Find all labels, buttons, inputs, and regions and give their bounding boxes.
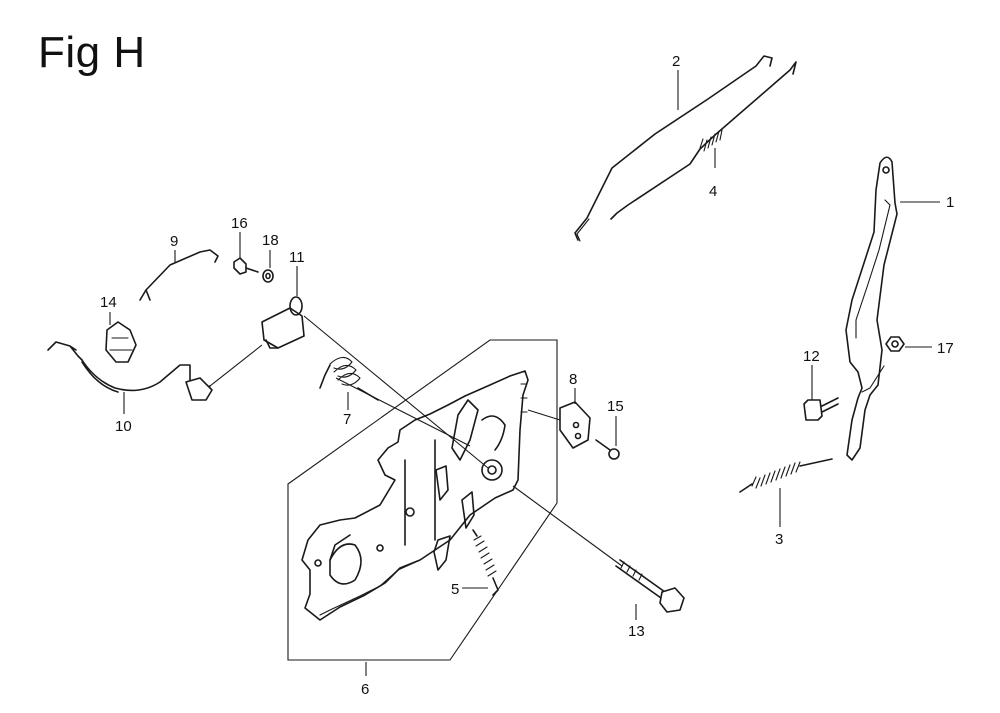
part-6-control-plate [301,370,529,621]
assembly-6-frame [287,339,558,661]
callout-5: 5 [451,581,459,598]
callout-10: 10 [115,418,132,435]
figure-title: Fig H [38,28,146,77]
callout-8: 8 [569,371,577,388]
part-18-washer [262,269,274,283]
part-9-wire [139,249,219,301]
callout-16: 16 [231,215,248,232]
part-11-switch [261,296,305,349]
callout-11: 11 [289,249,305,266]
callout-13: 13 [628,623,645,640]
callout-18: 18 [262,232,279,249]
part-12-bolt [803,397,839,421]
part-15-screw [595,439,620,460]
callout-4: 4 [709,183,717,200]
callout-3: 3 [775,531,783,548]
part-17-nut [885,336,905,352]
part-10-wire [47,341,213,401]
part-4-spring-rod [610,61,797,220]
callout-6: 6 [361,681,369,698]
part-7-spring [319,356,379,401]
part-5-spring [472,529,499,596]
callout-9: 9 [170,233,178,250]
callout-7: 7 [343,411,351,428]
part-13-bolt [615,559,685,613]
part-2-rod [574,55,773,242]
part-8-bracket [559,401,591,449]
part-16-screw [233,257,259,275]
part-3-spring [739,458,833,493]
callout-17: 17 [937,340,954,357]
callout-15: 15 [607,398,624,415]
leader-lines [109,70,940,676]
callout-2: 2 [672,53,680,70]
part-1-lever [845,156,898,461]
part-14-clamp [105,321,137,363]
callout-1: 1 [946,194,954,211]
callout-12: 12 [803,348,820,365]
callout-14: 14 [100,294,117,311]
